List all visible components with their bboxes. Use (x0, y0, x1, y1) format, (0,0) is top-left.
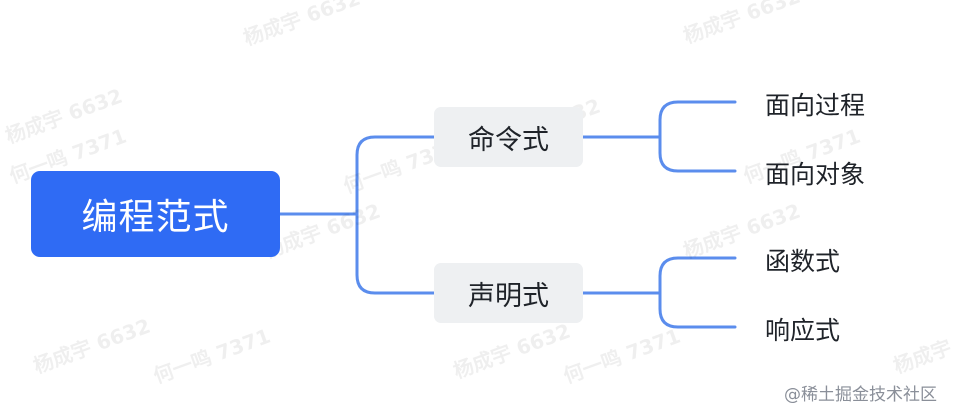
root-node[interactable]: 编程范式 (31, 171, 280, 257)
branch-node-imperative[interactable]: 命令式 (434, 107, 583, 167)
leaf-node-procedural[interactable]: 面向过程 (765, 86, 865, 122)
connector-to-procedural (658, 100, 737, 139)
branch-node-declarative[interactable]: 声明式 (434, 263, 583, 323)
leaf-node-label: 面向过程 (765, 91, 866, 120)
footer-attribution: @稀土掘金技术社区 (784, 385, 937, 405)
root-node-label: 编程范式 (81, 197, 230, 238)
connector-to-declarative (355, 212, 436, 295)
branch-node-label: 命令式 (468, 124, 549, 156)
connector-to-reactive (658, 291, 737, 329)
leaf-node-label: 面向对象 (765, 160, 866, 189)
connector-to-imperative (355, 135, 436, 216)
branch-node-label: 声明式 (468, 280, 549, 312)
leaf-node-label: 函数式 (765, 247, 841, 276)
connector-to-functional (658, 256, 737, 295)
leaf-node-label: 响应式 (765, 316, 841, 345)
leaf-node-reactive[interactable]: 响应式 (765, 311, 840, 347)
connector-to-object-oriented (658, 135, 737, 173)
leaf-node-object-oriented[interactable]: 面向对象 (765, 155, 865, 191)
leaf-node-functional[interactable]: 函数式 (765, 242, 840, 278)
